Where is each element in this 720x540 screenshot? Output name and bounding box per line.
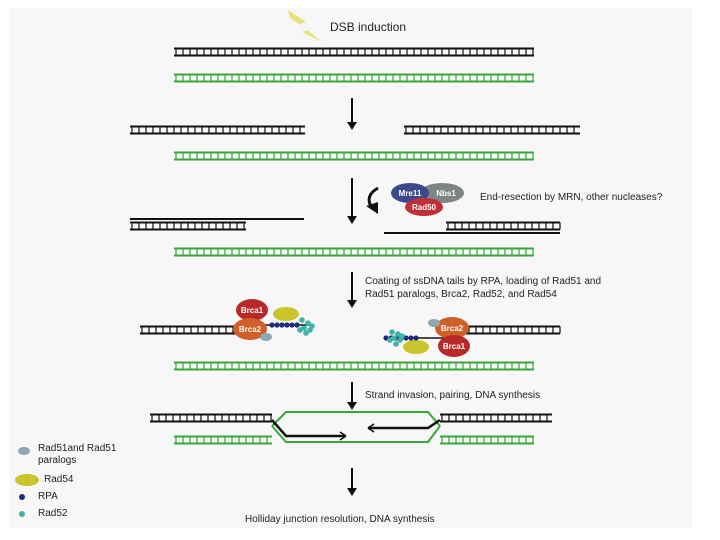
- stage5-green-bottom-cross: [271, 425, 441, 443]
- rad52-molecule: [299, 317, 305, 323]
- mre11-label: Mre11: [399, 189, 422, 198]
- legend-rad51-label-line1: Rad51and Rad51: [38, 443, 117, 454]
- down-arrow-1: [347, 98, 357, 130]
- rad51-protein-left: [260, 333, 272, 341]
- brca1-label-right: Brca1: [443, 342, 466, 351]
- brca2-label-left: Brca2: [239, 325, 262, 334]
- rad52-molecule: [305, 320, 311, 326]
- stage5-black-dna-left: [150, 413, 272, 423]
- rad50-protein: [405, 198, 443, 216]
- rad52-cluster-left: [297, 317, 315, 336]
- mre11-protein: [391, 183, 429, 203]
- nbs1-protein: [420, 183, 464, 203]
- legend-rad54-icon: [15, 474, 39, 486]
- brca1-label-left: Brca1: [241, 306, 264, 315]
- stage5-green-dna-left: [174, 435, 272, 445]
- nbs1-label: Nbs1: [436, 189, 456, 198]
- stage3-green-dna: [174, 247, 534, 257]
- rpa-molecule: [274, 322, 280, 328]
- step-label-end-resection: End-resection by MRN, other nucleases?: [480, 192, 663, 203]
- legend-rpa-label: RPA: [38, 491, 58, 502]
- rpa-molecule: [413, 335, 419, 341]
- down-arrow-5: [347, 468, 357, 496]
- brca2-protein-left: [233, 318, 267, 340]
- stage2-green-dna: [174, 151, 534, 161]
- rad54-protein-left: [273, 307, 299, 321]
- stage4-black-dna-right: [460, 325, 561, 335]
- legend-rpa-icon: [19, 494, 25, 500]
- legend-rad52-label: Rad52: [38, 508, 68, 519]
- rad52-molecule: [393, 341, 399, 347]
- rpa-molecule: [279, 322, 285, 328]
- stage5-synthesis-arrow-black: [339, 431, 347, 441]
- legend-rad51-label-line2: paralogs: [38, 455, 77, 466]
- rad52-molecule: [309, 323, 315, 329]
- rpa-coat-left: [269, 322, 300, 328]
- legend-rad51-icon: [18, 447, 30, 455]
- legend-rad54-label: Rad54: [44, 474, 74, 485]
- stage1-green-dna: [174, 73, 534, 83]
- stage5-synthesis-arrow-right: [367, 423, 375, 433]
- brca1-protein-right: [438, 335, 470, 357]
- down-arrow-2: [347, 178, 357, 224]
- stage5-displaced-green-strand: [271, 411, 441, 427]
- rad50-label: Rad50: [412, 203, 437, 212]
- rad54-protein-right: [403, 340, 429, 354]
- rpa-molecule: [289, 322, 295, 328]
- rad52-molecule: [387, 337, 393, 343]
- stage3-black-dna-right: [446, 221, 561, 231]
- rpa-molecule: [408, 335, 414, 341]
- step-label-dsb-induction: DSB induction: [330, 20, 407, 34]
- down-arrow-4: [347, 382, 357, 410]
- stage2-black-dna-left: [130, 125, 305, 135]
- curved-arrow-head: [366, 202, 378, 214]
- stage1-black-dna: [174, 47, 534, 57]
- brca2-label-right: Brca2: [441, 324, 464, 333]
- stage5-invading-right-strand: [368, 418, 441, 430]
- step-label-coating-line1: Coating of ssDNA tails by RPA, loading o…: [365, 276, 602, 287]
- rad52-molecule: [303, 330, 309, 336]
- stage4-black-dna-left: [140, 325, 241, 335]
- stage4-green-dna: [174, 361, 534, 371]
- brca1-protein-left: [236, 299, 268, 321]
- brca2-protein-right: [435, 317, 469, 339]
- rad51-protein-right: [428, 319, 440, 327]
- stage3-black-dna-left: [130, 221, 246, 231]
- step-label-strand-invasion: Strand invasion, pairing, DNA synthesis: [365, 390, 541, 401]
- rpa-molecule: [269, 322, 275, 328]
- step-label-coating-line2: Rad51 paralogs, Brca2, Rad52, and Rad54: [365, 289, 557, 300]
- rpa-molecule: [294, 322, 300, 328]
- stage5-invading-black-strand: [271, 419, 346, 438]
- rpa-molecule: [284, 322, 290, 328]
- stage5-green-dna-right: [440, 435, 534, 445]
- lightning-bolt-icon: [288, 10, 322, 42]
- stage5-black-dna-right: [440, 413, 552, 423]
- legend-rad52-icon: [19, 511, 25, 517]
- rad52-molecule: [399, 333, 405, 339]
- rad52-molecule: [297, 327, 303, 333]
- down-arrow-3: [347, 272, 357, 308]
- stage2-black-dna-right: [404, 125, 580, 135]
- rad52-cluster-right: [387, 329, 405, 347]
- step-label-holliday: Holliday junction resolution, DNA synthe…: [245, 514, 435, 525]
- rad52-molecule: [389, 329, 395, 335]
